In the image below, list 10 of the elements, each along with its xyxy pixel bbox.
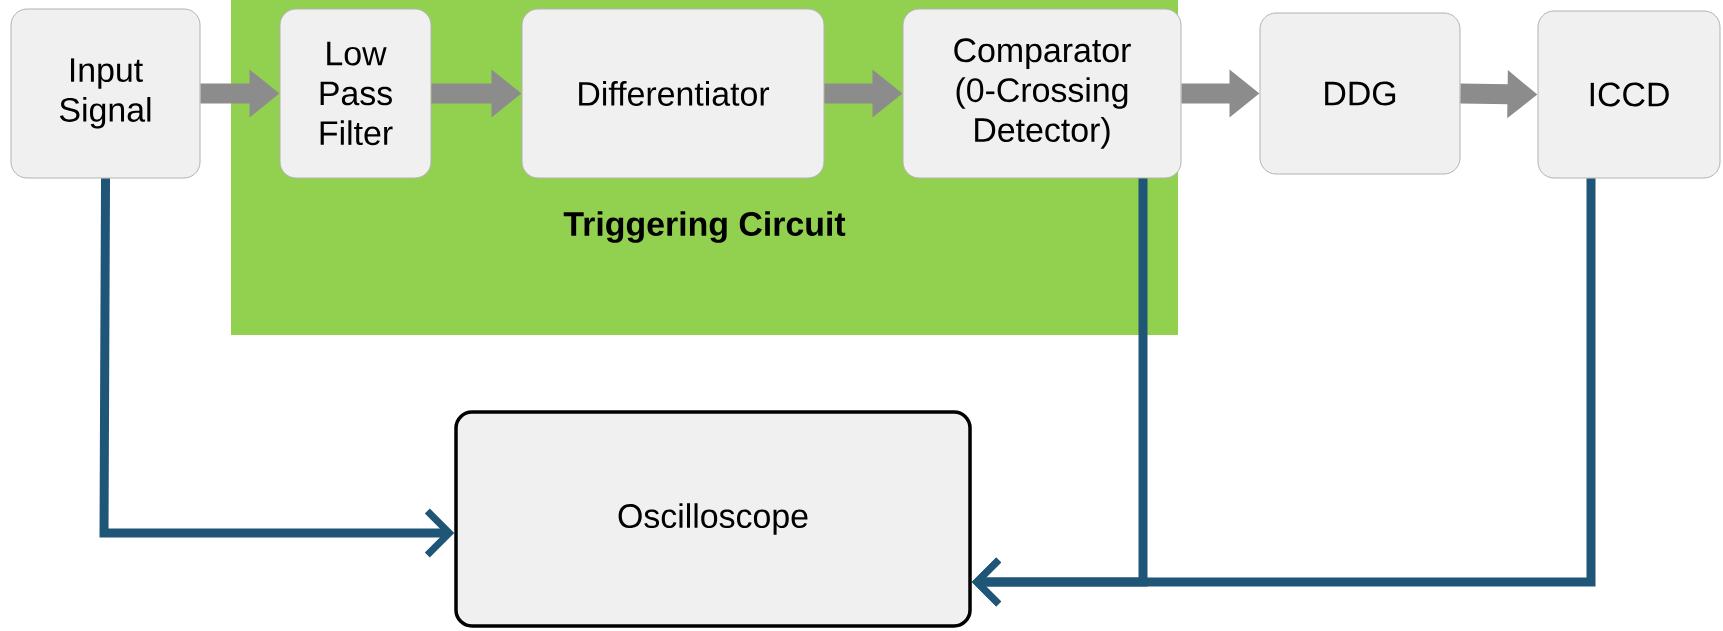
process-box: DDG — [1259, 12, 1461, 175]
process-box: Low Pass Filter — [279, 8, 432, 179]
process-box: Differentiator — [521, 8, 825, 179]
arrow — [99, 178, 455, 558]
process-box: Comparator (0-Crossing Detector) — [902, 8, 1182, 179]
process-box: ICCD — [1537, 10, 1721, 179]
process-box: Oscilloscope — [454, 410, 972, 628]
process-box: Input Signal — [10, 8, 201, 179]
arrow — [971, 178, 1596, 607]
group-label: Triggering Circuit — [563, 211, 846, 243]
